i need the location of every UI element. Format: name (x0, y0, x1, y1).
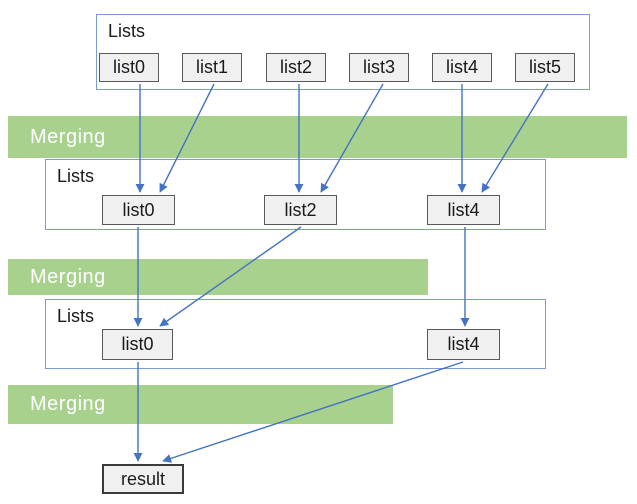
lists-container-3-title: Lists (57, 306, 95, 326)
stage2-list4-box: list4 (427, 195, 500, 225)
merging-band-2-label: Merging (30, 265, 106, 288)
lists-container-1: Lists (96, 14, 590, 90)
stage2-list2-box: list2 (264, 195, 337, 225)
merging-band-1-label: Merging (30, 125, 106, 148)
merging-band-3-label: Merging (30, 393, 106, 415)
stage3-list0-box: list0 (102, 329, 173, 360)
merging-band-1: Merging (8, 116, 627, 158)
stage1-list4-box: list4 (432, 53, 492, 82)
merging-band-3: Merging (8, 385, 393, 424)
result-box: result (102, 464, 184, 494)
stage1-list0-box: list0 (99, 53, 159, 82)
stage1-list3-box: list3 (349, 53, 409, 82)
stage1-list5-box: list5 (515, 53, 575, 82)
merging-band-2: Merging (8, 259, 428, 295)
stage3-list4-box: list4 (427, 329, 500, 360)
stage1-list2-box: list2 (266, 53, 326, 82)
stage2-list0-box: list0 (102, 195, 175, 225)
lists-container-1-title: Lists (108, 21, 146, 41)
lists-container-2-title: Lists (57, 166, 95, 186)
stage1-list1-box: list1 (182, 53, 242, 82)
